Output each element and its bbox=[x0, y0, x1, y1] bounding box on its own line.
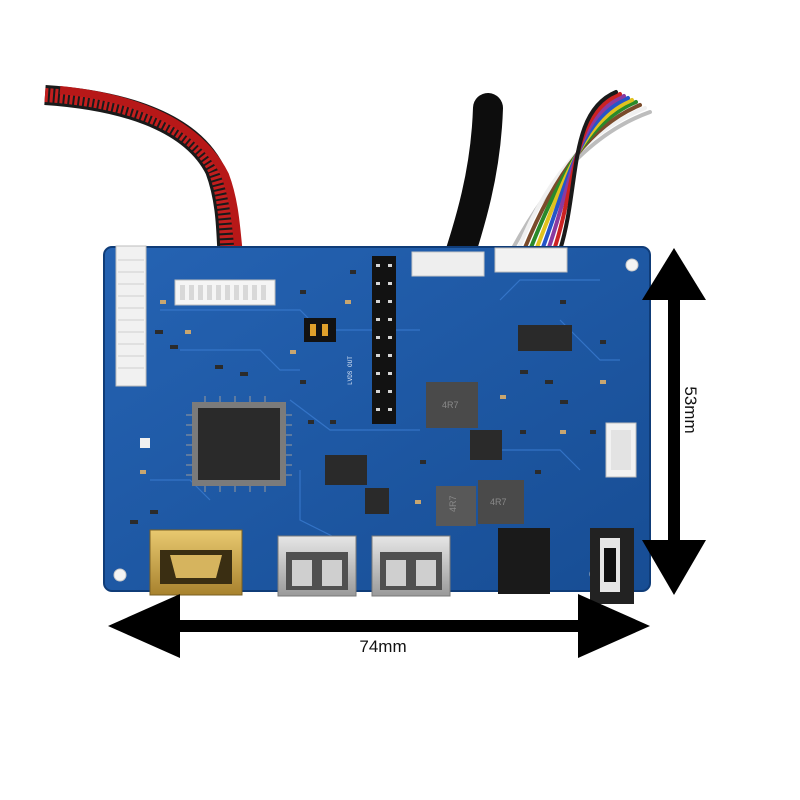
smd-chips bbox=[140, 325, 572, 514]
inductor-label-a: 4R7 bbox=[442, 400, 459, 410]
top-right-connector bbox=[411, 247, 568, 277]
right-side-connector bbox=[605, 422, 637, 478]
usb-port-1 bbox=[277, 535, 357, 597]
top-fpc-connector bbox=[174, 279, 276, 306]
width-arrow bbox=[108, 594, 650, 658]
audio-jacks bbox=[498, 528, 634, 604]
hdmi-port bbox=[149, 529, 243, 596]
inductor-label-c: 4R7 bbox=[490, 497, 507, 507]
height-arrow bbox=[642, 248, 706, 595]
width-dimension-label: 74mm bbox=[359, 637, 407, 656]
height-dimension-label: 53mm bbox=[681, 386, 700, 434]
inductors: 4R7 4R7 4R7 bbox=[426, 382, 524, 526]
rainbow-wire-cable bbox=[510, 90, 652, 252]
left-side-connector bbox=[115, 245, 147, 387]
jumper-header bbox=[304, 318, 336, 342]
main-processor-chip bbox=[186, 396, 292, 492]
lvds-header: LVDS OUT bbox=[347, 256, 396, 424]
smd-capacitors bbox=[140, 300, 606, 534]
lvds-out-silkscreen: LVDS OUT bbox=[347, 356, 354, 385]
usb-port-2 bbox=[371, 535, 451, 597]
inductor-label-b: 4R7 bbox=[448, 495, 458, 512]
smd-passives bbox=[130, 270, 606, 524]
